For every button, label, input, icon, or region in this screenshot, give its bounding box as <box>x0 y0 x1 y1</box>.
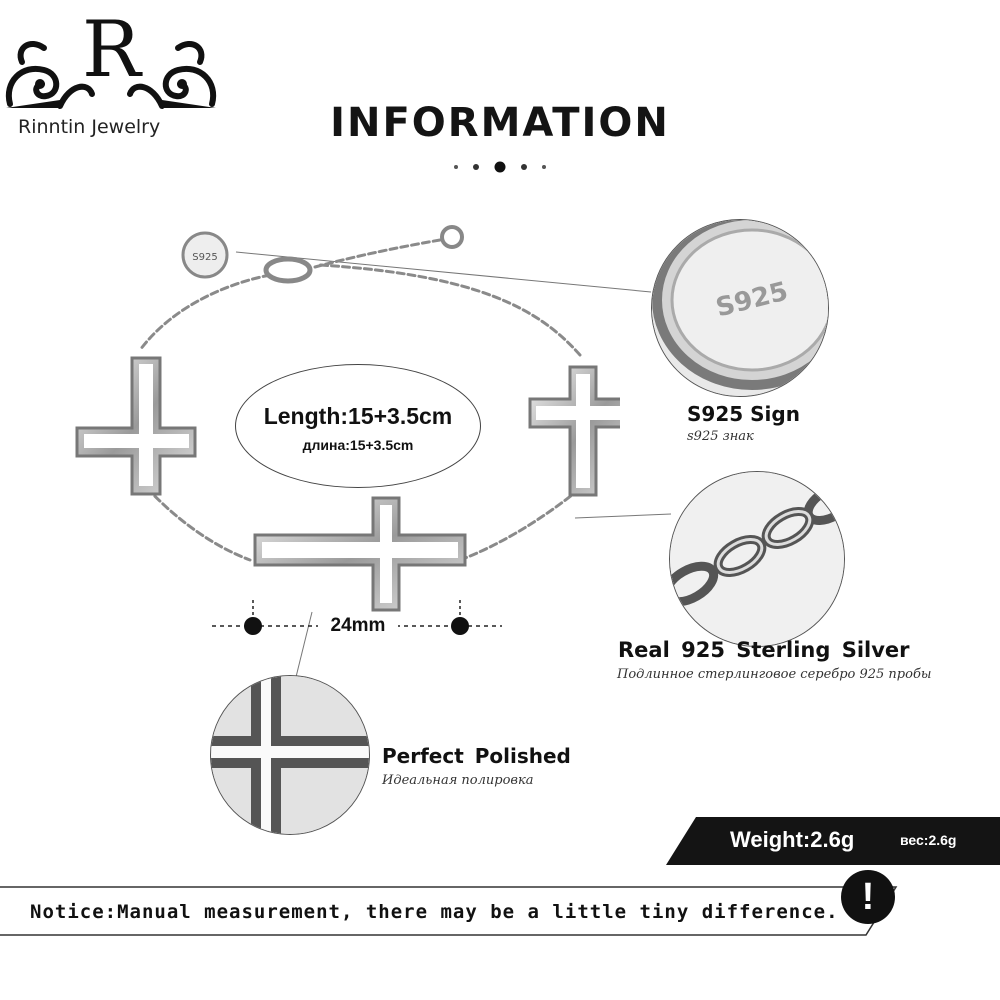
polished-title: Perfect Polished <box>382 744 571 768</box>
logo-monogram: R <box>82 5 141 95</box>
brand-logo: R Rinntin Jewelry <box>0 8 222 138</box>
sterling-silver-title: Real 925 Sterling Silver <box>618 638 910 662</box>
page-title: INFORMATION <box>330 100 670 146</box>
brand-name: Rinntin Jewelry <box>18 116 161 138</box>
polished-subtitle: Идеальная полировка <box>382 773 534 788</box>
bracelet-illustration: S925 <box>75 225 620 612</box>
notice-banner: Notice:Manual measurement, there may be … <box>0 885 900 937</box>
s925-sign-title: S925 Sign <box>687 402 800 426</box>
zoom-polished-surface <box>210 675 370 835</box>
logo-emblem <box>5 41 217 109</box>
weight-label-en: Weight:2.6g <box>730 827 855 852</box>
weight-banner: Weight:2.6g вес:2.6g <box>666 817 1000 865</box>
sterling-silver-subtitle: Подлинное стерлинговое серебро 925 пробы <box>617 667 932 682</box>
notice-text: Notice:Manual measurement, there may be … <box>30 901 839 923</box>
weight-label-ru: вес:2.6g <box>900 832 957 848</box>
tag-stamp: S925 <box>192 252 217 263</box>
length-label-en: Length:15+3.5cm <box>263 403 453 429</box>
width-label: 24mm <box>318 615 398 637</box>
zoom-chain-links <box>669 471 845 647</box>
zoom-s925-stamp: S925 <box>651 219 829 397</box>
exclamation-icon: ! <box>841 870 895 924</box>
length-label-ru: длина:15+3.5cm <box>302 437 414 453</box>
s925-sign-subtitle: s925 знак <box>687 429 754 444</box>
title-dots-divider <box>454 161 546 173</box>
length-callout: Length:15+3.5cm длина:15+3.5cm <box>235 364 481 488</box>
